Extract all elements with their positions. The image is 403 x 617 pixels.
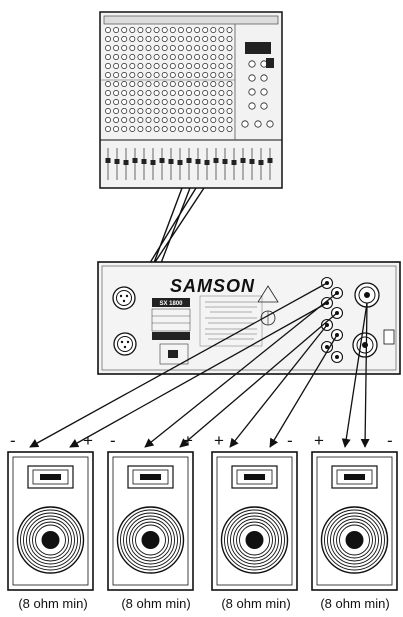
speaker-2: -+ <box>107 431 194 591</box>
speaker-cable-1 <box>29 282 328 448</box>
tweeter-horn-icon <box>27 465 74 489</box>
speaker-4: +- <box>311 431 398 591</box>
amp-model-label: SX 1800 <box>159 301 183 307</box>
speaker-cable-2 <box>69 302 328 448</box>
speaker-4-polarity-right: - <box>387 431 393 450</box>
speaker-2-polarity-right: + <box>183 431 193 450</box>
tweeter-horn-icon <box>231 465 278 489</box>
speaker-1-impedance: (8 ohm min) <box>18 596 88 611</box>
mixer-console <box>99 11 283 189</box>
speaker-4-impedance: (8 ohm min) <box>320 596 390 611</box>
speaker-2-polarity-left: - <box>110 431 116 450</box>
speaker-cable-7 <box>341 302 368 448</box>
speaker-3-polarity-right: - <box>287 431 293 450</box>
amp-brand-logo: SAMSON <box>170 276 255 296</box>
speaker-cabinets: -+-++-+- <box>7 431 398 591</box>
speaker-cables <box>29 282 370 448</box>
speaker-1: -+ <box>7 431 94 591</box>
speaker-cable-4 <box>179 312 338 448</box>
mixer-display <box>245 42 271 54</box>
woofer-icon <box>220 506 289 574</box>
speaker-cable-6 <box>269 334 338 448</box>
speaker-cable-3 <box>144 292 338 448</box>
mixer-channel-knobs <box>105 27 233 132</box>
tweeter-horn-icon <box>127 465 174 489</box>
mixer-master-section <box>241 58 274 128</box>
speaker-3-polarity-left: + <box>214 431 224 450</box>
woofer-icon <box>116 506 185 574</box>
speaker-4-polarity-left: + <box>314 431 324 450</box>
speaker-cable-8 <box>360 302 370 448</box>
woofer-icon <box>16 506 85 574</box>
amp-warning-label <box>199 295 263 347</box>
speaker-cable-5 <box>229 324 328 448</box>
speakon-output-2 <box>352 332 378 358</box>
speaker-2-impedance: (8 ohm min) <box>121 596 191 611</box>
woofer-icon <box>320 506 389 574</box>
mixer-faders <box>105 148 273 180</box>
warning-triangle-icon <box>257 285 279 303</box>
xlr-input-2 <box>113 332 137 356</box>
speaker-3: +- <box>211 431 298 591</box>
speakon-output-1 <box>354 282 380 308</box>
amplifier-rear-panel: SAMSON SX 1800 <box>97 261 401 375</box>
tweeter-horn-icon <box>331 465 378 489</box>
speaker-1-polarity-left: - <box>10 431 16 450</box>
speaker-1-polarity-right: + <box>83 431 93 450</box>
speaker-3-impedance: (8 ohm min) <box>221 596 291 611</box>
xlr-input-1 <box>112 286 136 310</box>
impedance-labels: (8 ohm min) (8 ohm min) (8 ohm min) (8 o… <box>0 596 403 614</box>
